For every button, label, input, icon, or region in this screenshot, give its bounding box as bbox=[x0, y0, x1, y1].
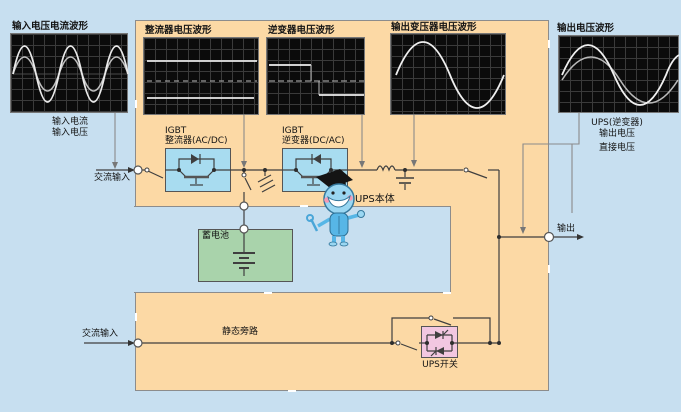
scope-rectifier-title: 整流器电压波形 bbox=[145, 25, 212, 36]
border-dash bbox=[300, 205, 308, 207]
output-arrow bbox=[577, 234, 584, 240]
scope-input-caption-voltage: 输入电压 bbox=[51, 128, 88, 138]
scope-inverter-title: 逆变器电压波形 bbox=[268, 25, 335, 36]
scope-output-title: 输出电压波形 bbox=[557, 23, 615, 34]
transformer-waveform bbox=[395, 41, 505, 109]
border-dash bbox=[264, 292, 272, 294]
scope-output-caption-direct-voltage: 直接电压 bbox=[598, 143, 635, 153]
ac-input-bottom-arrow bbox=[128, 340, 135, 346]
static-bypass-label: 静态旁路 bbox=[222, 327, 259, 337]
border-dash bbox=[288, 390, 296, 392]
scope-output-waveform bbox=[558, 35, 680, 113]
inverter-label-line2: 逆变器(DC/AC) bbox=[282, 136, 345, 146]
ac-input-top-label: 交流输入 bbox=[94, 173, 131, 183]
rectifier-waveform bbox=[147, 60, 257, 99]
scope-output-caption-output-voltage: 输出电压 bbox=[598, 129, 635, 139]
ups-body-label: UPS本体 bbox=[355, 194, 395, 205]
border-dash bbox=[135, 313, 137, 321]
battery-label: 蓄电池 bbox=[202, 231, 230, 241]
scope-inverter-waveform bbox=[266, 37, 365, 115]
battery-box bbox=[198, 229, 293, 282]
scope-output-caption-ups: UPS(逆变器) bbox=[591, 118, 643, 128]
scope-transformer-waveform bbox=[390, 33, 506, 115]
rectifier-label-line2: 整流器(AC/DC) bbox=[165, 136, 228, 146]
border-dash bbox=[548, 40, 550, 48]
scope-input-caption-current: 输入电流 bbox=[51, 117, 88, 127]
scope-rectifier-waveform bbox=[143, 37, 259, 115]
ac-input-bottom-label: 交流输入 bbox=[82, 329, 119, 339]
inverter-box bbox=[282, 148, 348, 192]
inverter-label-line1: IGBT bbox=[282, 126, 304, 136]
scope-input-title: 输入电压电流波形 bbox=[12, 21, 89, 32]
scope-input-waveform bbox=[10, 33, 129, 113]
inverter-label: IGBT 逆变器(DC/AC) bbox=[282, 126, 345, 146]
ups-switch-label: UPS开关 bbox=[422, 360, 458, 370]
rectifier-label: IGBT 整流器(AC/DC) bbox=[165, 126, 228, 146]
scope-transformer-title: 输出变压器电压波形 bbox=[391, 22, 477, 33]
border-dash bbox=[443, 292, 451, 294]
input-waveform bbox=[12, 45, 129, 103]
ups-switch-box bbox=[421, 326, 458, 358]
border-dash bbox=[548, 265, 550, 273]
rectifier-label-line1: IGBT bbox=[165, 126, 187, 136]
output-waveform bbox=[561, 44, 680, 106]
output-label: 输出 bbox=[557, 224, 576, 234]
inverter-waveform bbox=[269, 64, 364, 96]
border-dash bbox=[135, 100, 137, 108]
rectifier-box bbox=[165, 148, 231, 192]
